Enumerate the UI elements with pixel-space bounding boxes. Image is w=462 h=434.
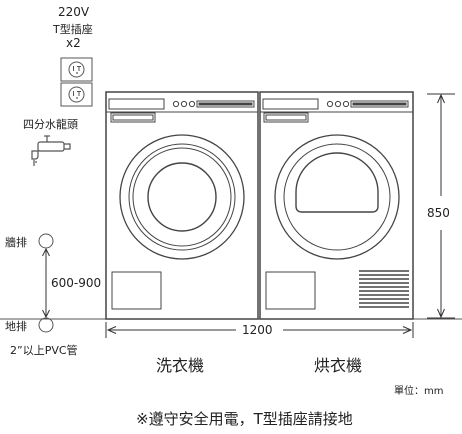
dryer-vent-grille: [359, 270, 409, 308]
socket-voltage-label: 220V: [58, 5, 90, 19]
height-value-label: 850: [427, 206, 450, 220]
height-dimension: [427, 93, 455, 319]
wall-drain-icon: [38, 233, 54, 249]
safety-note: ※遵守安全用電，T型插座請接地: [136, 410, 353, 428]
dryer-illustration: [259, 91, 414, 320]
drain-height-label: 600-900: [51, 276, 102, 290]
dryer-label: 烘衣機: [314, 356, 363, 375]
washer-label: 洗衣機: [156, 356, 205, 375]
drain-size-label: 2”以上PVC管: [10, 344, 78, 357]
socket-outlet-top: [60, 57, 93, 82]
socket-count-label: x2: [66, 36, 81, 50]
socket-outlet-bottom: [60, 82, 93, 107]
wall-drain-label: 牆排: [5, 236, 27, 249]
faucet-icon: [31, 135, 71, 166]
floor-drain-icon: [38, 317, 54, 333]
unit-label: 單位：mm: [394, 386, 444, 397]
socket-type-label: T型插座: [53, 23, 93, 36]
faucet-label: 四分水龍頭: [23, 118, 78, 131]
drain-height-dimension: [42, 247, 50, 319]
washer-illustration: [105, 91, 259, 320]
width-value-label: 1200: [242, 323, 273, 337]
width-dimension: [105, 322, 414, 338]
floor-drain-label: 地排: [5, 320, 27, 333]
